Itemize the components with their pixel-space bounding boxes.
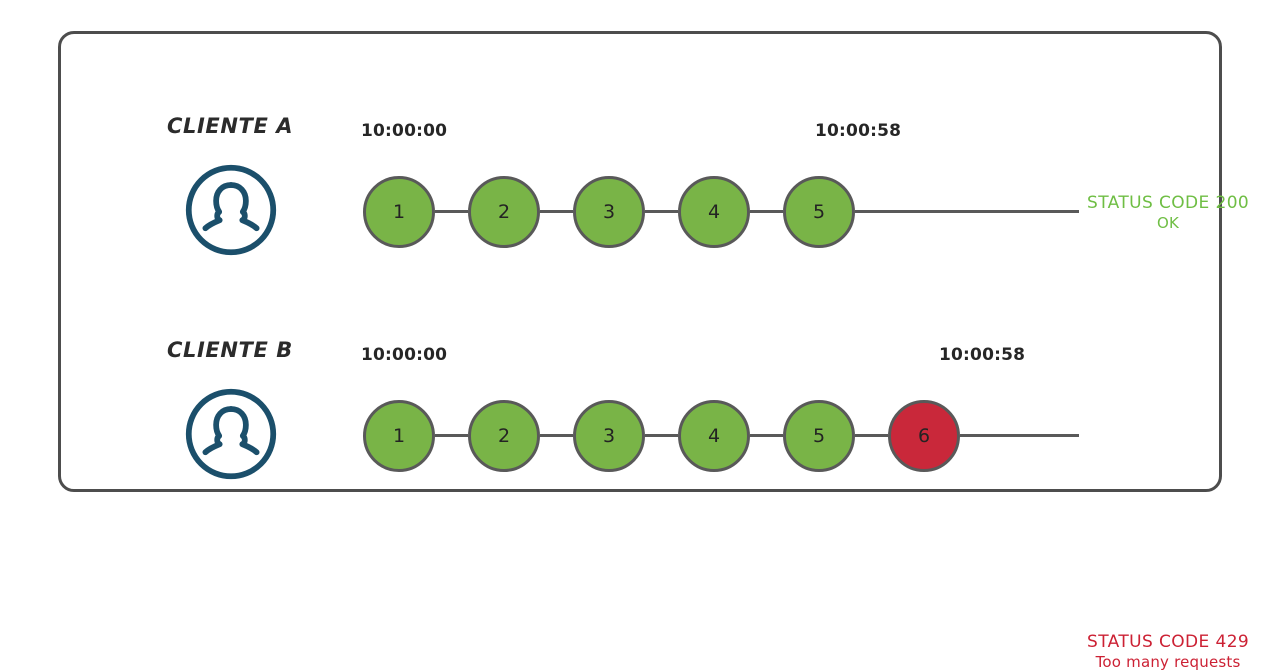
request-node[interactable]: 5 (783, 400, 855, 472)
request-node[interactable]: 2 (468, 400, 540, 472)
status-code-b: STATUS CODE 429 (1087, 632, 1250, 652)
request-node[interactable]: 5 (783, 176, 855, 248)
timestamp-start-a: 10:00:00 (361, 121, 448, 141)
status-tail-b (960, 434, 1079, 437)
user-avatar-icon (183, 162, 279, 258)
client-label-a: CLIENTE A (167, 114, 294, 138)
diagram-canvas: CLIENTE A 10:00:00 10:00:58 1 2 3 (58, 31, 1249, 671)
status-code-a: STATUS CODE 200 (1087, 193, 1250, 213)
connector (750, 210, 783, 213)
connector (435, 210, 468, 213)
request-node[interactable]: 4 (678, 400, 750, 472)
request-node[interactable]: 3 (573, 400, 645, 472)
request-node[interactable]: 2 (468, 176, 540, 248)
status-tail-a (855, 210, 1079, 213)
connector (645, 434, 678, 437)
status-label-a: STATUS CODE 200 OK (1087, 193, 1249, 232)
timestamp-start-b: 10:00:00 (361, 345, 448, 365)
status-detail-a: OK (1157, 213, 1180, 232)
request-node[interactable]: 1 (363, 400, 435, 472)
connector (855, 434, 888, 437)
client-label-b: CLIENTE B (167, 338, 293, 362)
request-node[interactable]: 4 (678, 176, 750, 248)
status-label-b: STATUS CODE 429 Too many requests (1087, 632, 1249, 671)
diagram-frame: CLIENTE A 10:00:00 10:00:58 1 2 3 (58, 31, 1249, 671)
connector (435, 434, 468, 437)
request-node-blocked[interactable]: 6 (888, 400, 960, 472)
connector (750, 434, 783, 437)
connector (540, 210, 573, 213)
request-node[interactable]: 1 (363, 176, 435, 248)
status-detail-b: Too many requests (1095, 652, 1241, 671)
timestamp-end-a: 10:00:58 (815, 121, 902, 141)
user-avatar-icon (183, 386, 279, 482)
timestamp-end-b: 10:00:58 (939, 345, 1026, 365)
connector (645, 210, 678, 213)
connector (540, 434, 573, 437)
request-node[interactable]: 3 (573, 176, 645, 248)
